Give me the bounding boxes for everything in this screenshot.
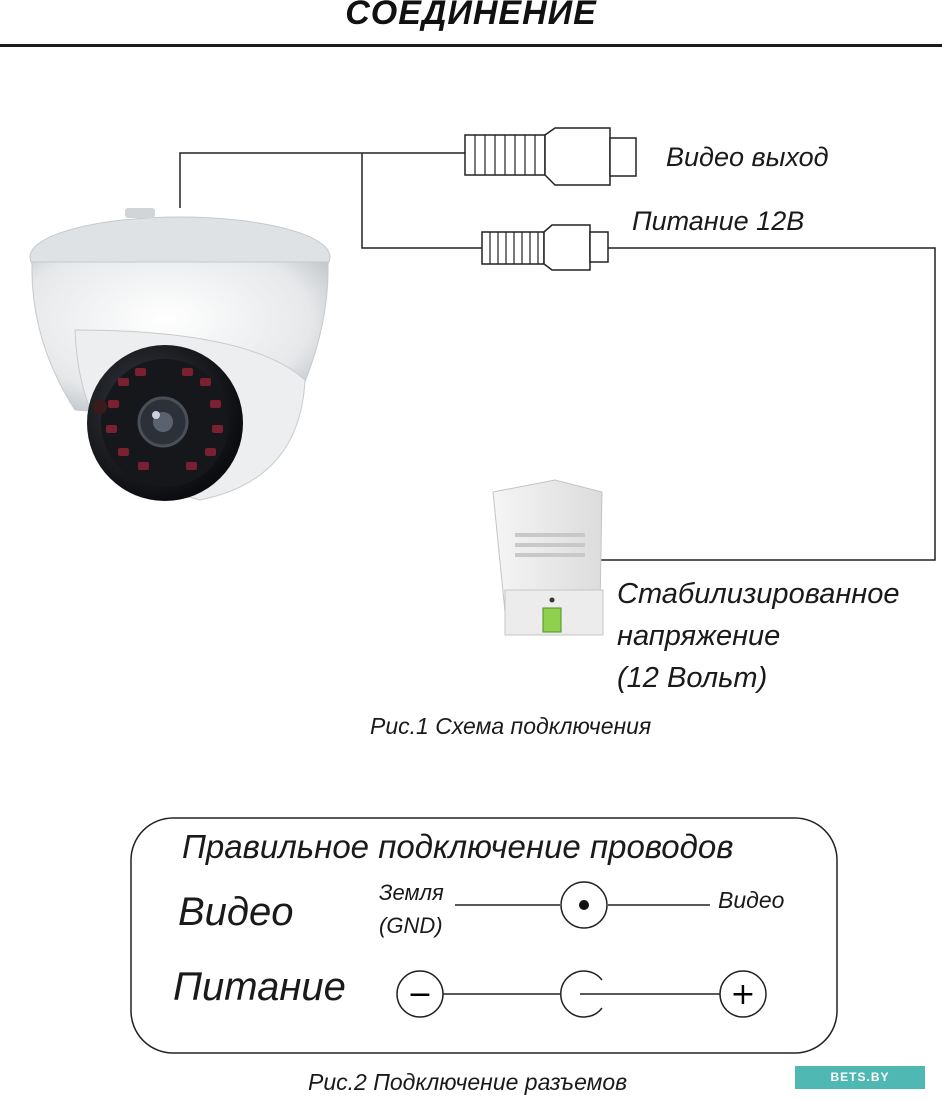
watermark-badge: BETS.BY (795, 1066, 925, 1089)
video-signal-label: Видео (718, 887, 785, 913)
page-title: СОЕДИНЕНИЕ (345, 0, 597, 32)
wire-connection-box (130, 817, 838, 1054)
wires (179, 152, 936, 561)
title-underline (0, 44, 942, 47)
stabilized-line-2: напряжение (617, 620, 781, 652)
power-row-label: Питание (173, 965, 346, 1009)
wire-connection-title: Правильное подключение проводов (182, 828, 734, 865)
power-connector (481, 224, 609, 271)
minus-symbol: − (407, 977, 432, 1012)
stabilized-line-1: Стабилизированное (617, 578, 900, 610)
plus-symbol: + (730, 977, 755, 1012)
ground-line-2: (GND) (379, 913, 443, 938)
ground-line-1: Земля (379, 880, 444, 905)
video-center-pin (579, 900, 589, 910)
figure1-caption: Рис.1 Схема подключения (370, 713, 652, 739)
ground-label: Земля (GND) (379, 876, 444, 942)
stabilized-voltage-label: Стабилизированное напряжение (12 Вольт) (617, 573, 900, 699)
stabilized-line-3: (12 Вольт) (617, 662, 768, 694)
power-12v-label: Питание 12В (632, 206, 805, 236)
video-output-label: Видео выход (666, 142, 829, 172)
power-supply-image (492, 479, 604, 636)
video-connector (464, 127, 637, 186)
video-row-label: Видео (178, 890, 294, 934)
dome-camera-image (29, 208, 331, 501)
figure2-caption: Рис.2 Подключение разъемов (308, 1069, 628, 1095)
power-row-diagram (396, 970, 767, 1018)
